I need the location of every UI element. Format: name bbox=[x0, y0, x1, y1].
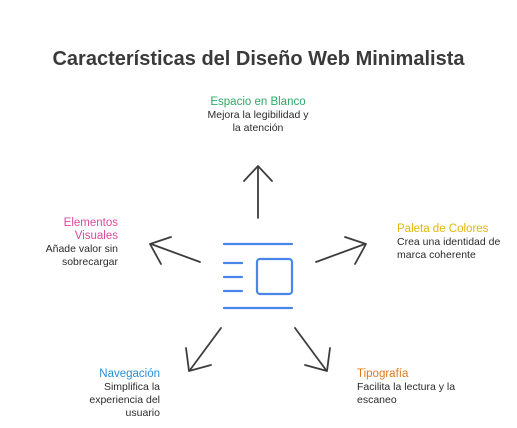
arrow-down-left bbox=[185, 327, 222, 372]
node-label: Elementos bbox=[63, 217, 118, 229]
node-tipografia: Tipografía Facilita la lectura y la esca… bbox=[357, 368, 477, 407]
node-description: experiencia del bbox=[89, 394, 160, 406]
node-description: Crea una identidad de bbox=[397, 236, 501, 248]
node-description: usuario bbox=[125, 407, 160, 419]
node-description: escaneo bbox=[357, 394, 397, 406]
node-paleta-de-colores: Paleta de Colores Crea una identidad de … bbox=[397, 223, 512, 262]
arrow-down-right bbox=[294, 327, 331, 372]
node-description: Mejora la legibilidad y bbox=[207, 109, 309, 121]
node-label: Visuales bbox=[74, 230, 118, 242]
node-label: Navegación bbox=[99, 368, 160, 380]
arrow-left bbox=[149, 236, 201, 265]
node-espacio-en-blanco: Espacio en Blanco Mejora la legibilidad … bbox=[188, 96, 328, 135]
node-elementos-visuales: Elementos Visuales Añade valor sin sobre… bbox=[18, 217, 118, 269]
node-description: Simplifica la bbox=[103, 381, 160, 393]
diagram-title: Características del Diseño Web Minimalis… bbox=[52, 48, 465, 70]
node-description: Facilita la lectura y la bbox=[357, 381, 456, 393]
node-description: marca coherente bbox=[397, 249, 476, 261]
node-description: la atención bbox=[232, 122, 284, 134]
arrow-right bbox=[315, 236, 367, 265]
node-navegacion: Navegación Simplifica la experiencia del… bbox=[60, 368, 160, 420]
node-label: Espacio en Blanco bbox=[210, 96, 306, 108]
arrow-up bbox=[243, 165, 273, 219]
node-label: Paleta de Colores bbox=[397, 223, 489, 235]
node-description: sobrecargar bbox=[61, 256, 118, 268]
node-label: Tipografía bbox=[357, 368, 409, 380]
node-description: Añade valor sin bbox=[45, 243, 118, 255]
webpage-layout-icon bbox=[222, 242, 294, 310]
